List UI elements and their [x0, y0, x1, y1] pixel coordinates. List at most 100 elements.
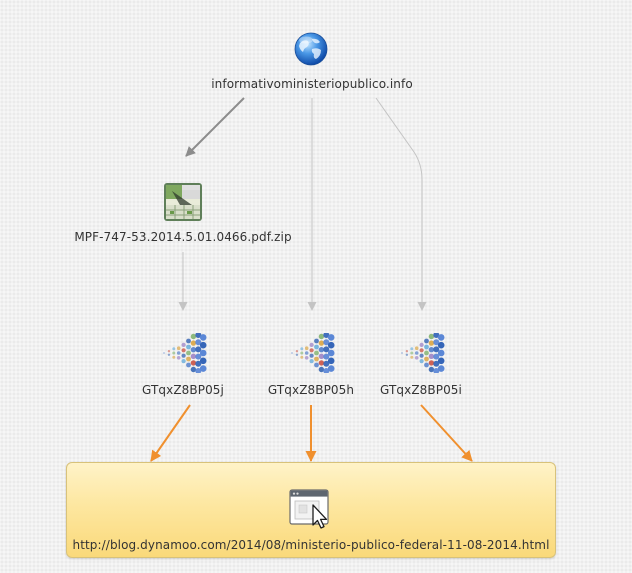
sample-dot	[437, 357, 445, 365]
sample-dot	[424, 350, 429, 356]
sample-dot	[323, 368, 330, 373]
sample-dot	[300, 355, 304, 359]
archive-file-icon[interactable]	[162, 181, 204, 223]
sample-dot	[323, 353, 330, 360]
sample-dot	[424, 356, 429, 362]
sample-dot	[199, 349, 207, 357]
sample-dot	[419, 353, 424, 358]
sample-dot	[437, 341, 445, 349]
sample-dot	[323, 360, 330, 367]
sample-dot	[309, 359, 314, 364]
sample-dot	[190, 340, 197, 346]
sample-dot	[410, 355, 414, 359]
sample-dot	[428, 353, 435, 359]
sample-dot	[433, 333, 440, 338]
sample-dot	[327, 357, 335, 365]
sample-dot	[199, 341, 207, 349]
sample-dot	[433, 368, 440, 373]
sample-dot	[428, 340, 435, 346]
sample-node-label-j[interactable]: GTqxZ8BP05j	[142, 383, 224, 397]
sample-dot	[433, 346, 440, 353]
sample-dot	[190, 353, 197, 359]
sample-dot	[323, 333, 330, 338]
file-node-label[interactable]: MPF-747-53.2014.5.01.0466.pdf.zip	[74, 230, 292, 244]
sample-dots-icon[interactable]	[399, 333, 445, 373]
globe-icon[interactable]	[293, 31, 329, 67]
sample-dot	[190, 366, 197, 373]
sample-dot	[314, 362, 319, 368]
sample-dot	[318, 333, 325, 340]
sample-dot	[433, 353, 440, 360]
sample-dot	[304, 346, 309, 350]
sample-dot	[314, 338, 319, 344]
sample-dot	[314, 350, 319, 356]
sample-dot	[437, 365, 445, 372]
sample-node-label-h[interactable]: GTqxZ8BP05h	[267, 383, 355, 397]
sample-dot	[410, 347, 414, 351]
sample-dot	[437, 349, 445, 357]
sample-dot	[186, 344, 191, 350]
sample-dot	[195, 368, 202, 373]
sample-dot	[309, 342, 314, 347]
sample-dot	[176, 351, 181, 355]
sample-dot	[414, 351, 419, 355]
sample-dot	[190, 333, 197, 340]
sample-dot	[295, 353, 299, 356]
sample-dot	[433, 360, 440, 367]
sample-dot	[309, 353, 314, 358]
sample-dot	[314, 344, 319, 350]
edge-sample-j-to-url	[150, 404, 191, 462]
sample-dot	[186, 350, 191, 356]
edge-domain-to-file	[185, 97, 245, 157]
sample-dot	[401, 352, 403, 354]
sample-dot	[405, 353, 409, 356]
sample-dots-icon[interactable]	[161, 333, 207, 373]
sample-dot	[167, 353, 171, 356]
url-node-label[interactable]: http://blog.dynamoo.com/2014/08/minister…	[72, 538, 550, 552]
sample-dot	[163, 352, 165, 354]
sample-node-label-i[interactable]: GTqxZ8BP05i	[380, 383, 462, 397]
sample-dot	[318, 353, 325, 359]
web-page-icon[interactable]	[289, 489, 333, 529]
sample-dot	[428, 366, 435, 373]
sample-dot	[414, 356, 419, 360]
sample-dot	[419, 359, 424, 364]
sample-dot	[199, 334, 207, 341]
sample-dot	[414, 346, 419, 350]
sample-dot	[318, 360, 325, 366]
sample-dot	[172, 351, 176, 355]
sample-dot	[428, 333, 435, 340]
sample-dot	[195, 339, 202, 346]
sample-dot	[291, 352, 293, 354]
sample-dot	[181, 348, 186, 353]
sample-dot	[304, 351, 309, 355]
sample-dot	[186, 338, 191, 344]
sample-dot	[318, 340, 325, 346]
sample-dot	[195, 333, 202, 338]
sample-dot	[186, 356, 191, 362]
sample-dot	[323, 346, 330, 353]
sample-dot	[300, 351, 304, 355]
sample-dots-icon[interactable]	[289, 333, 335, 373]
sample-dot	[327, 334, 335, 341]
sample-dot	[181, 342, 186, 347]
sample-dot	[419, 348, 424, 353]
sample-dot	[181, 359, 186, 364]
sample-dot	[424, 344, 429, 350]
sample-dot	[419, 342, 424, 347]
sample-dot	[295, 350, 299, 353]
sample-dot	[195, 360, 202, 367]
sample-dot	[190, 347, 197, 353]
sample-dot	[195, 346, 202, 353]
sample-dot	[199, 357, 207, 365]
sample-dot	[172, 355, 176, 359]
sample-dot	[327, 349, 335, 357]
sample-dot	[167, 350, 171, 353]
sample-dot	[318, 366, 325, 373]
domain-node-label[interactable]: informativoministeriopublico.info	[211, 77, 413, 91]
sample-dot	[314, 356, 319, 362]
sample-dot	[323, 339, 330, 346]
sample-dot	[190, 360, 197, 366]
sample-dot	[300, 347, 304, 351]
